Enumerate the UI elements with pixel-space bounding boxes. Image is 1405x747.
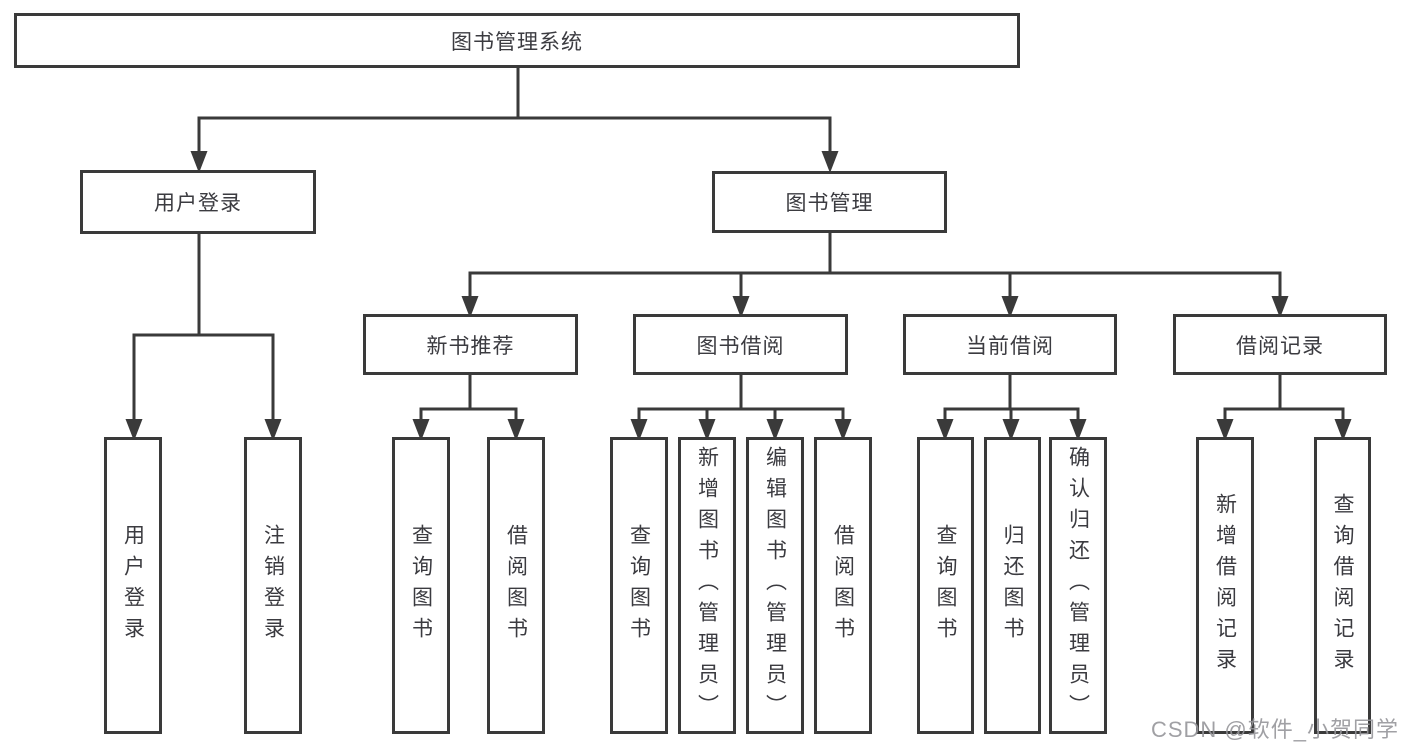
node-borrowing-records: 借阅记录: [1173, 314, 1387, 375]
node-user-login: 用户登录: [80, 170, 316, 234]
leaf-label: 新增借阅记录: [1213, 492, 1237, 679]
leaf-label: 归还图书: [1001, 523, 1024, 648]
leaf-label: 借阅图书: [504, 523, 528, 648]
leaf-label: 用户登录: [121, 523, 145, 648]
leaf-query-books-current: 查询图书: [917, 437, 974, 734]
leaf-query-books-borrowing: 查询图书: [610, 437, 668, 734]
node-book-management: 图书管理: [712, 171, 947, 233]
leaf-label: 新增图书（管理员）: [695, 446, 719, 725]
node-label: 新书推荐: [426, 334, 515, 358]
node-label: 图书借阅: [696, 334, 785, 358]
node-label: 图书管理系统: [451, 30, 583, 54]
leaf-label: 查询图书: [934, 523, 957, 648]
leaf-label: 确认归还（管理员）: [1066, 446, 1090, 725]
leaf-add-borrow-record: 新增借阅记录: [1196, 437, 1254, 734]
leaf-borrow-books-recommend: 借阅图书: [487, 437, 545, 734]
leaf-user-login: 用户登录: [104, 437, 162, 734]
node-book-borrowing: 图书借阅: [633, 314, 848, 375]
node-label: 用户登录: [154, 192, 242, 215]
leaf-confirm-return-admin: 确认归还（管理员）: [1049, 437, 1107, 734]
leaf-label: 借阅图书: [831, 523, 855, 648]
leaf-label: 编辑图书（管理员）: [763, 446, 787, 725]
leaf-return-books: 归还图书: [984, 437, 1041, 734]
leaf-label: 查询借阅记录: [1331, 492, 1354, 679]
node-label: 图书管理: [785, 192, 874, 215]
leaf-query-borrow-record: 查询借阅记录: [1314, 437, 1371, 734]
node-current-borrowing: 当前借阅: [903, 314, 1117, 375]
node-label: 当前借阅: [966, 334, 1054, 358]
leaf-borrow-books-borrowing: 借阅图书: [814, 437, 872, 734]
leaf-add-books-admin: 新增图书（管理员）: [678, 437, 736, 734]
leaf-query-books-recommend: 查询图书: [392, 437, 450, 734]
leaf-label: 查询图书: [627, 523, 651, 648]
leaf-logout-login: 注销登录: [244, 437, 302, 734]
watermark-text: CSDN @软件_小贺同学: [1150, 717, 1399, 742]
leaf-label: 查询图书: [409, 523, 433, 648]
node-library-management-system: 图书管理系统: [14, 13, 1020, 68]
leaf-edit-books-admin: 编辑图书（管理员）: [746, 437, 804, 734]
leaf-label: 注销登录: [261, 523, 285, 648]
node-label: 借阅记录: [1236, 334, 1324, 358]
node-new-book-recommend: 新书推荐: [363, 314, 578, 375]
